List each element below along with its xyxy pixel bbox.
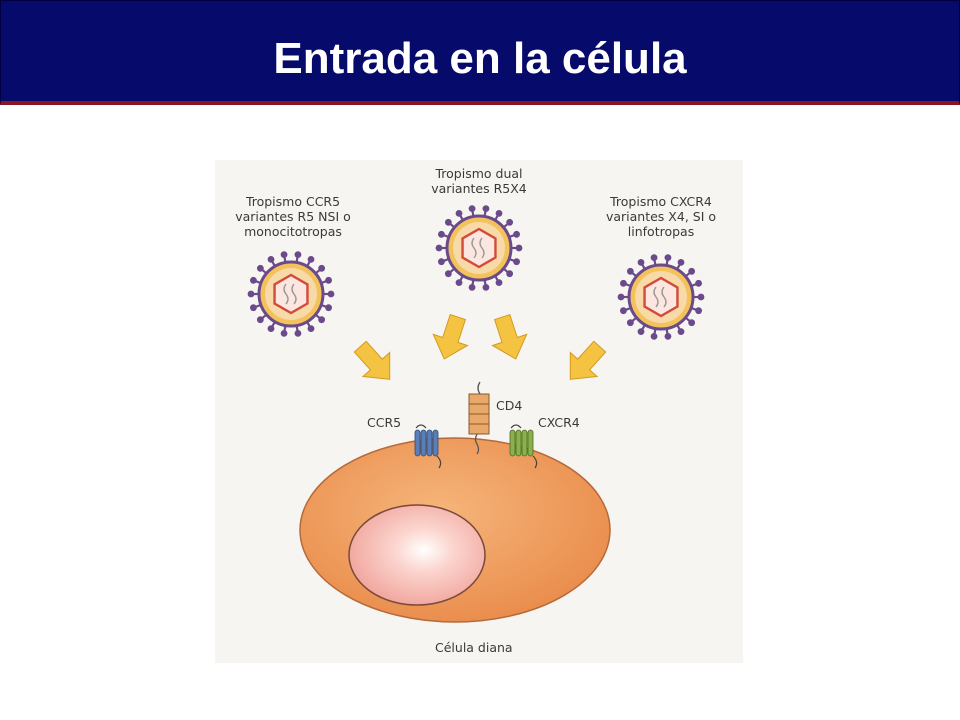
label-line: linfotropas bbox=[627, 224, 695, 239]
label-target-cell: Célula diana bbox=[435, 640, 513, 655]
virus-cxcr4 bbox=[617, 254, 705, 340]
title-bar: Entrada en la célula bbox=[0, 0, 960, 105]
label-ccr5: CCR5 bbox=[367, 415, 402, 430]
slide-title: Entrada en la célula bbox=[273, 34, 687, 83]
arrow-cxcr4 bbox=[569, 340, 607, 380]
label-line: variantes R5 NSI o bbox=[235, 209, 351, 224]
virus-dual bbox=[435, 205, 523, 291]
virus-ccr5 bbox=[247, 251, 335, 337]
label-tropism-dual: Tropismo dual variantes R5X4 bbox=[409, 166, 549, 196]
hiv-entry-diagram: Tropismo CCR5 variantes R5 NSI o monocit… bbox=[215, 160, 743, 663]
label-line: variantes X4, SI o bbox=[605, 209, 717, 224]
cd4-receptor bbox=[468, 381, 490, 455]
label-tropism-cxcr4: Tropismo CXCR4 variantes X4, SI o linfot… bbox=[591, 194, 731, 239]
diagram-canvas bbox=[247, 205, 705, 623]
label-line: variantes R5X4 bbox=[431, 181, 527, 196]
label-line: Tropismo CXCR4 bbox=[610, 194, 712, 209]
ccr5-receptor bbox=[414, 424, 442, 469]
label-line: Tropismo CCR5 bbox=[245, 194, 341, 209]
arrow-dual-right bbox=[491, 313, 528, 360]
label-tropism-ccr5: Tropismo CCR5 variantes R5 NSI o monocit… bbox=[223, 194, 363, 239]
cxcr4-receptor bbox=[509, 424, 538, 469]
cell-nucleus bbox=[348, 504, 486, 606]
arrow-ccr5 bbox=[353, 340, 391, 380]
label-cd4: CD4 bbox=[496, 398, 523, 413]
label-line: Tropismo dual bbox=[435, 166, 523, 181]
arrow-dual-left bbox=[432, 313, 469, 360]
label-line: monocitotropas bbox=[244, 224, 342, 239]
label-cxcr4: CXCR4 bbox=[538, 415, 580, 430]
